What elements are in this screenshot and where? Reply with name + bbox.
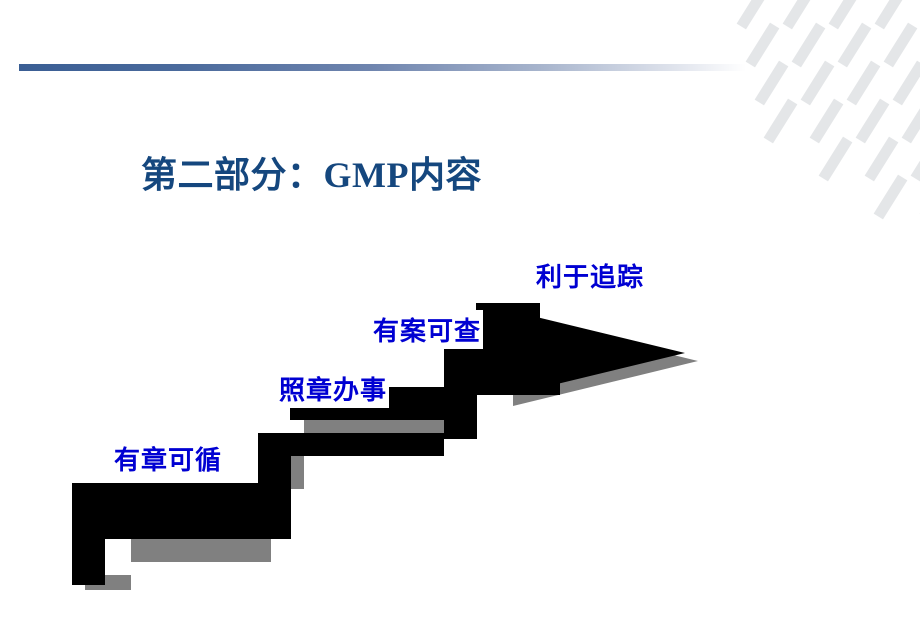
dash-mark-icon: [809, 98, 844, 144]
dash-mark-icon: [837, 22, 872, 68]
diagonal-dash-pattern-icon: [736, 0, 920, 274]
dash-mark-icon: [791, 22, 826, 68]
arrow-head-icon: [520, 313, 685, 393]
page-title: 第二部分：GMP内容: [141, 155, 482, 195]
dash-mark-icon: [855, 98, 890, 144]
step-label-3: 有案可查: [371, 310, 484, 349]
dash-mark-icon: [828, 0, 863, 30]
dash-mark-icon: [873, 174, 908, 220]
staircase-steps: [72, 303, 560, 585]
dash-mark-icon: [892, 60, 920, 106]
step-label-2: 照章办事: [277, 369, 390, 408]
dash-mark-icon: [910, 136, 920, 182]
dash-mark-icon: [736, 0, 771, 30]
dash-mark-icon: [883, 22, 918, 68]
staircase-diagram: [60, 290, 740, 590]
dash-mark-icon: [818, 136, 853, 182]
header-gradient-rule: [19, 64, 746, 71]
dash-mark-icon: [763, 98, 798, 144]
dash-mark-icon: [846, 60, 881, 106]
dash-mark-icon: [745, 22, 780, 68]
dash-mark-icon: [901, 98, 920, 144]
step-label-1: 有章可循: [112, 439, 225, 478]
step-label-4: 利于追踪: [534, 256, 647, 295]
dash-mark-icon: [864, 136, 899, 182]
dash-mark-icon: [754, 60, 789, 106]
dash-mark-icon: [874, 0, 909, 30]
dash-mark-icon: [782, 0, 817, 30]
dash-mark-icon: [800, 60, 835, 106]
